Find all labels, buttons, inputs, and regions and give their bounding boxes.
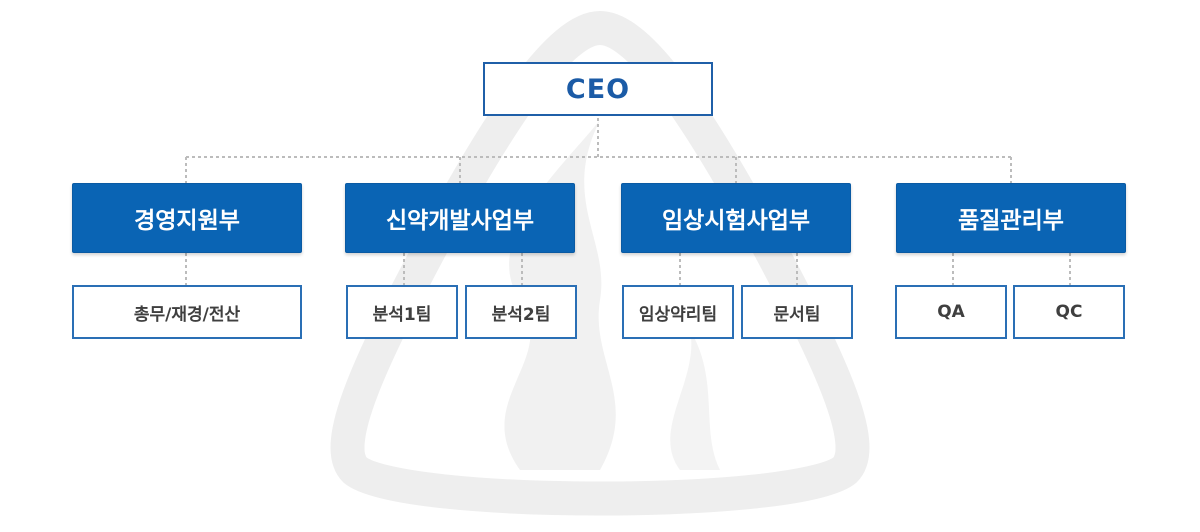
team-documentation: 문서팀 xyxy=(741,285,853,339)
team-analysis-1: 분석1팀 xyxy=(346,285,458,339)
department-quality-control: 품질관리부 xyxy=(896,183,1126,253)
team-qc: QC xyxy=(1013,285,1125,339)
team-qa: QA xyxy=(895,285,1007,339)
department-new-drug-development: 신약개발사업부 xyxy=(345,183,575,253)
department-management-support: 경영지원부 xyxy=(72,183,302,253)
department-clinical-trials: 임상시험사업부 xyxy=(621,183,851,253)
team-analysis-2: 분석2팀 xyxy=(465,285,577,339)
team-clinical-pharmacology: 임상약리팀 xyxy=(622,285,734,339)
team-general-affairs: 총무/재경/전산 xyxy=(72,285,302,339)
ceo-node: CEO xyxy=(483,62,713,116)
